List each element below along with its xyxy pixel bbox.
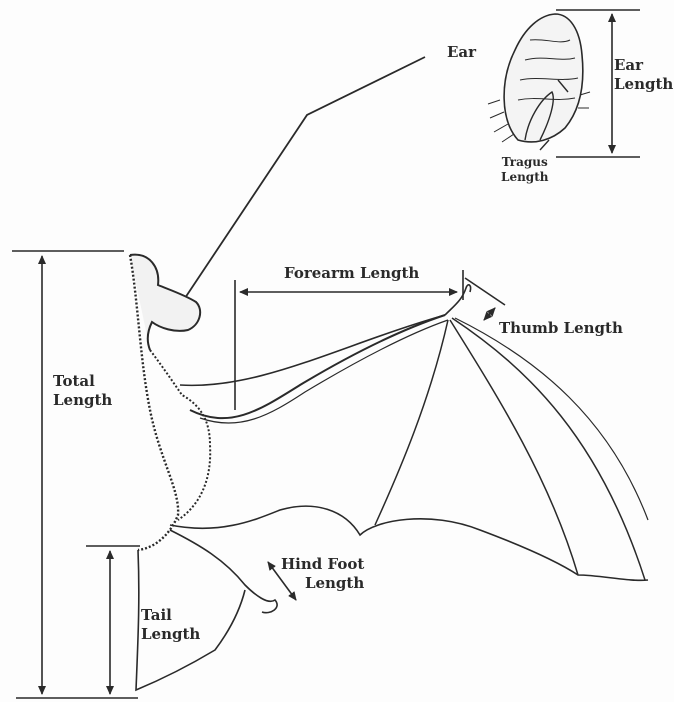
tail-length-label: Tail Length bbox=[141, 606, 200, 644]
total-length-dimension bbox=[12, 251, 138, 698]
thumb-length-dimension bbox=[465, 278, 505, 320]
ear-length-label: Ear Length bbox=[614, 56, 673, 94]
tail-length-dimension bbox=[86, 546, 140, 694]
tragus-length-label: Tragus Length bbox=[501, 155, 548, 185]
ear-leader-line bbox=[185, 57, 425, 298]
hind-foot-length-label: Hind Foot Length bbox=[281, 555, 364, 593]
ear-label: Ear bbox=[447, 43, 476, 62]
total-length-label: Total Length bbox=[53, 372, 112, 410]
thumb-length-label: Thumb Length bbox=[499, 319, 623, 338]
forearm-length-label: Forearm Length bbox=[284, 264, 419, 283]
ear-inset-illustration bbox=[488, 14, 590, 142]
